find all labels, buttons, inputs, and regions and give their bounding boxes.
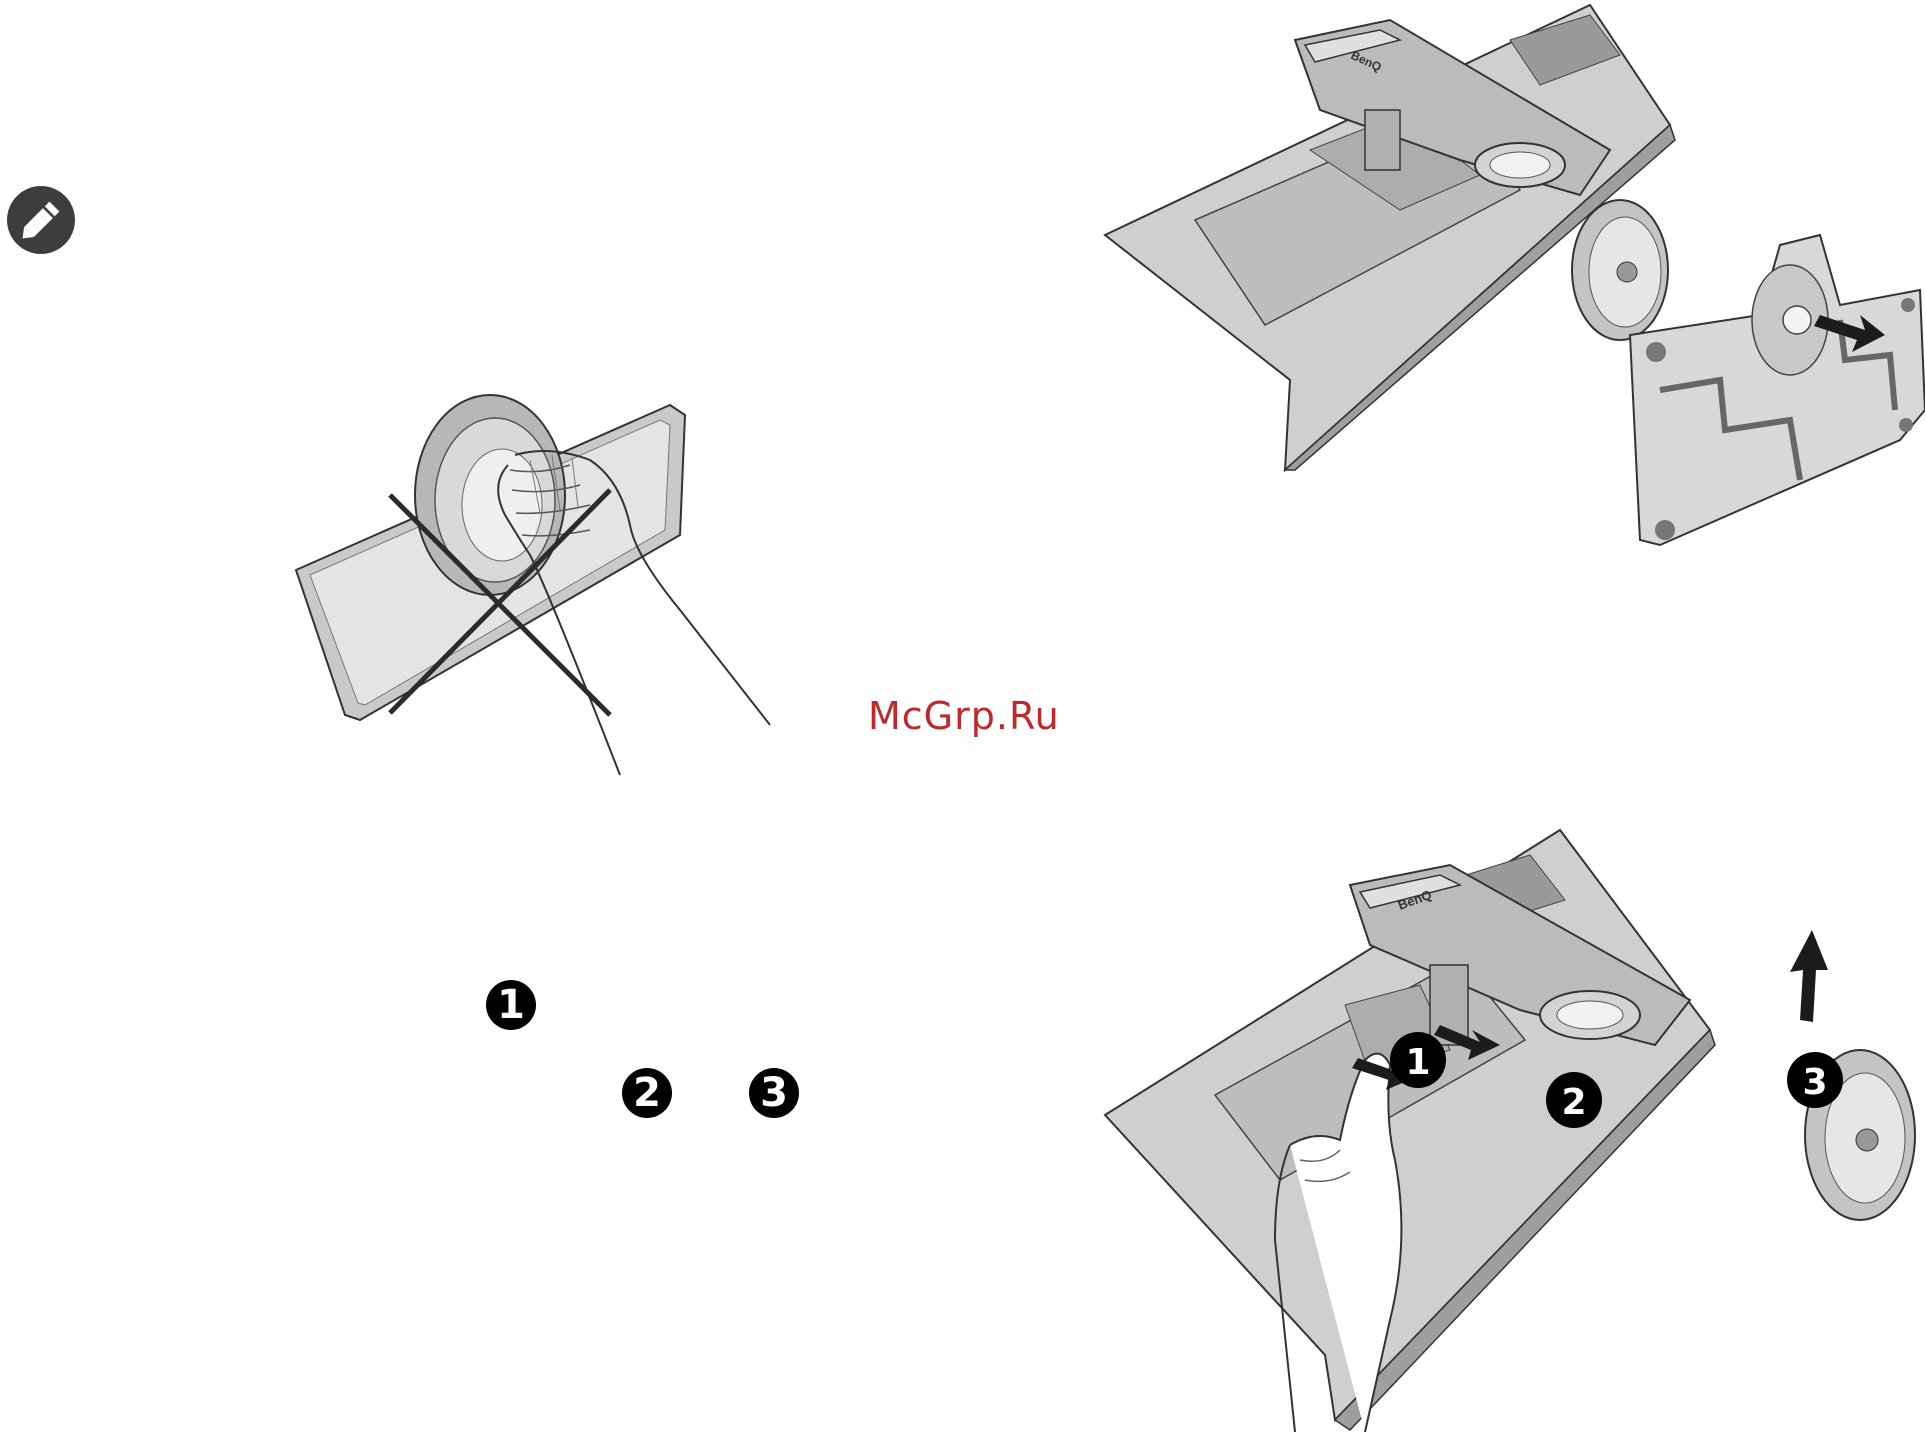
release-stand-illustration: BenQ 1 2 3 bbox=[1100, 820, 1925, 1432]
step-badge-3: 3 bbox=[749, 1068, 799, 1118]
pencil-note-icon bbox=[6, 185, 76, 255]
callout-2: 2 bbox=[1561, 1082, 1586, 1123]
callout-3: 3 bbox=[1802, 1062, 1827, 1103]
incorrect-grip-illustration bbox=[290, 395, 770, 775]
callout-1: 1 bbox=[1405, 1042, 1430, 1083]
step-badge-2: 2 bbox=[622, 1068, 672, 1118]
detach-stand-illustration: BenQ bbox=[1100, 0, 1925, 570]
step-badge-1: 1 bbox=[486, 980, 536, 1030]
watermark-text: McGrp.Ru bbox=[868, 694, 1060, 738]
